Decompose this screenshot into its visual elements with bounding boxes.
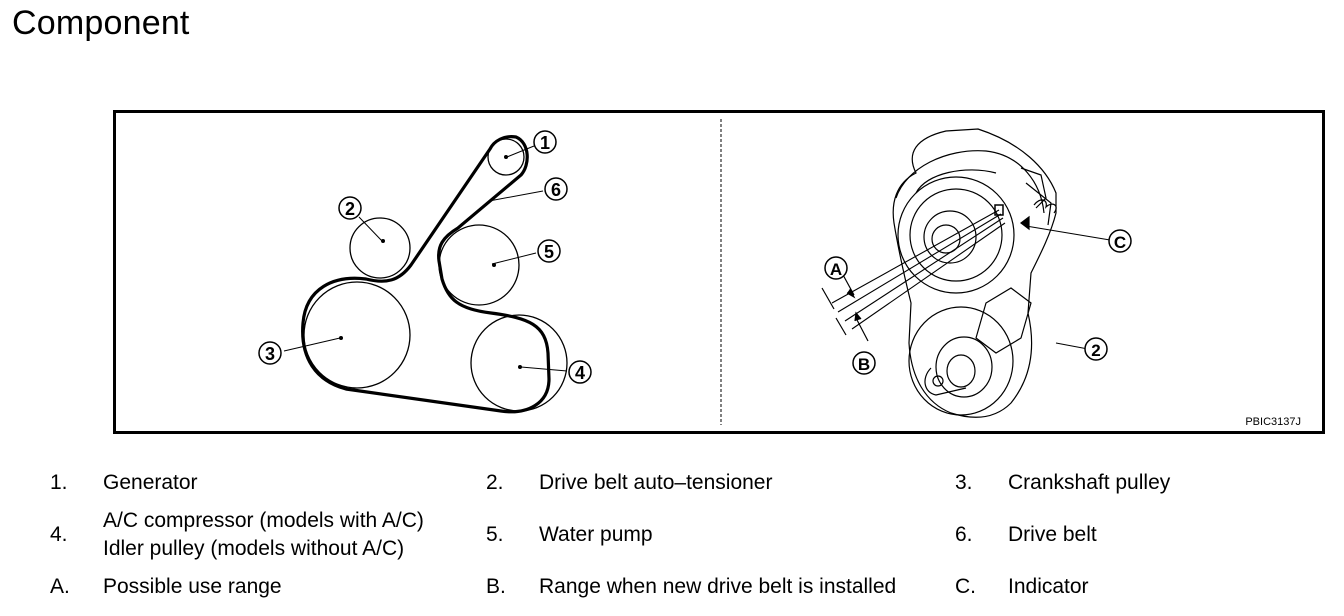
legend: 1. Generator 2. Drive belt auto–tensione… xyxy=(0,466,1344,616)
legend-text-5: Water pump xyxy=(539,523,653,546)
legend-key-5: 5. xyxy=(486,523,504,546)
indicator-arrow xyxy=(1020,215,1030,231)
legend-key-4: 4. xyxy=(50,523,68,546)
belt-routing-panel xyxy=(283,135,568,414)
tensioner-pulley xyxy=(349,217,411,279)
callout-a: A xyxy=(824,256,848,280)
page-title: Component xyxy=(12,4,190,42)
belt-diagram-figure: 1 2 3 4 5 6 xyxy=(113,110,1325,434)
callouts-left: 1 2 3 4 5 6 xyxy=(258,130,592,384)
callout-c: C xyxy=(1108,229,1132,253)
tensioner-disc xyxy=(897,176,1015,294)
legend-text-a: Possible use range xyxy=(103,575,282,598)
svg-text:A: A xyxy=(830,260,842,279)
svg-text:2: 2 xyxy=(1091,341,1100,360)
svg-text:5: 5 xyxy=(544,242,554,262)
tensioner-housing xyxy=(892,128,1057,418)
legend-text-6: Drive belt xyxy=(1008,523,1097,546)
tensioner-panel xyxy=(821,128,1117,418)
crankshaft-pulley xyxy=(303,281,411,389)
svg-text:C: C xyxy=(1114,233,1126,252)
callout-b: B xyxy=(852,351,876,375)
callout-2-right: 2 xyxy=(1084,337,1108,361)
legend-key-a: A. xyxy=(50,575,70,598)
svg-text:1: 1 xyxy=(540,133,550,153)
legend-text-3: Crankshaft pulley xyxy=(1008,471,1171,494)
svg-text:4: 4 xyxy=(575,363,585,383)
belt-diagram-svg: 1 2 3 4 5 6 xyxy=(258,119,1301,428)
ac-compressor-pulley xyxy=(470,314,568,412)
legend-text-4: A/C compressor (models with A/C) xyxy=(103,509,424,532)
callout-5: 5 xyxy=(537,239,561,263)
callout-4: 4 xyxy=(568,360,592,384)
water-pump-pulley xyxy=(438,224,520,306)
legend-text-b: Range when new drive belt is installed xyxy=(539,575,897,598)
callouts-right: A B C 2 xyxy=(824,229,1132,375)
svg-text:2: 2 xyxy=(345,199,355,219)
legend-key-1: 1. xyxy=(50,471,68,494)
callout-1: 1 xyxy=(533,130,557,154)
legend-key-b: B. xyxy=(486,575,506,598)
figure-code: PBIC3137J xyxy=(1245,416,1301,428)
svg-text:B: B xyxy=(858,355,870,374)
callout-6: 6 xyxy=(544,177,568,201)
callout-3: 3 xyxy=(258,341,282,365)
tensioner-pulley-wheel xyxy=(908,306,1014,416)
drive-belt xyxy=(301,135,551,414)
callout-2: 2 xyxy=(338,196,362,220)
legend-text-c: Indicator xyxy=(1008,575,1089,598)
legend-key-6: 6. xyxy=(955,523,973,546)
legend-text-2: Drive belt auto–tensioner xyxy=(539,471,773,494)
legend-key-c: C. xyxy=(955,575,976,598)
generator-pulley xyxy=(487,138,525,176)
svg-text:6: 6 xyxy=(551,180,561,200)
legend-text-4-line2: Idler pulley (models without A/C) xyxy=(103,537,405,560)
legend-text-1: Generator xyxy=(103,471,198,494)
svg-text:3: 3 xyxy=(265,344,275,364)
legend-key-2: 2. xyxy=(486,471,504,494)
legend-key-3: 3. xyxy=(955,471,973,494)
